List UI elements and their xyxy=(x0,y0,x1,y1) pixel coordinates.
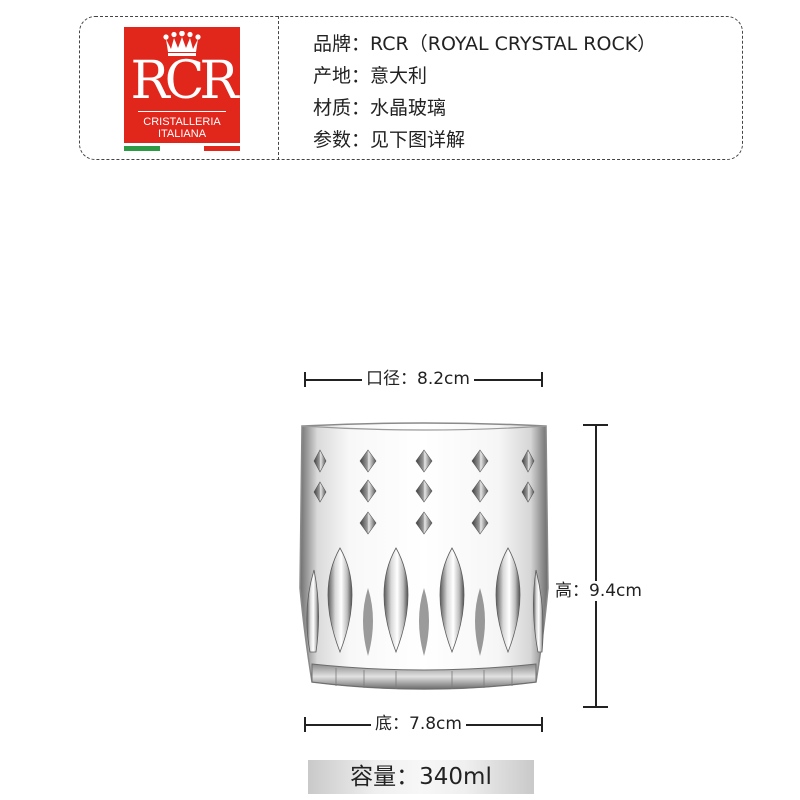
base-diameter-label: 底：7.8cm xyxy=(371,714,466,734)
spec-value: 水晶玻璃 xyxy=(370,97,447,119)
spec-row-params: 参数：见下图详解 xyxy=(313,124,656,156)
logo-mark: RCR xyxy=(130,51,238,111)
mouth-dimension-tick-right xyxy=(541,372,543,387)
spec-label: 产地： xyxy=(313,65,371,87)
spec-value: RCR（ROYAL CRYSTAL ROCK） xyxy=(370,33,657,55)
spec-label: 品牌： xyxy=(313,33,371,55)
mouth-dimension-tick-left xyxy=(304,372,306,387)
logo-red-box: RCR CRISTALLERIA ITALIANA xyxy=(124,27,240,143)
spec-row-material: 材质：水晶玻璃 xyxy=(313,92,656,124)
spec-label: 材质： xyxy=(313,97,371,119)
spec-list: 品牌：RCR（ROYAL CRYSTAL ROCK） 产地：意大利 材质：水晶玻… xyxy=(313,28,656,156)
height-dimension-tick-bottom xyxy=(583,706,608,708)
base-dimension-tick-left xyxy=(304,717,306,732)
capacity-label: 容量：340ml xyxy=(308,760,534,794)
height-dimension-tick-top xyxy=(583,424,608,426)
spec-value: 见下图详解 xyxy=(370,129,466,151)
spec-row-brand: 品牌：RCR（ROYAL CRYSTAL ROCK） xyxy=(313,28,656,60)
base-dimension-tick-right xyxy=(541,717,543,732)
logo-line-2: ITALIANA xyxy=(157,128,207,140)
logo-rule xyxy=(138,111,226,112)
italian-flag-strip xyxy=(124,146,240,151)
spec-label: 参数： xyxy=(313,129,371,151)
spec-card xyxy=(79,16,743,160)
card-divider xyxy=(278,16,279,160)
flag-green xyxy=(124,146,160,151)
crown-icon xyxy=(163,31,201,56)
logo-line-1: CRISTALLERIA xyxy=(143,116,221,128)
rcr-logo: RCR CRISTALLERIA ITALIANA xyxy=(124,27,240,151)
flag-white xyxy=(160,146,204,151)
crystal-tumbler-illustration xyxy=(299,422,549,690)
height-label: 高：9.4cm xyxy=(551,581,646,601)
height-dimension-line xyxy=(595,425,597,707)
spec-row-origin: 产地：意大利 xyxy=(313,60,656,92)
mouth-diameter-label: 口径：8.2cm xyxy=(362,369,474,389)
spec-value: 意大利 xyxy=(370,65,428,87)
flag-red xyxy=(204,146,240,151)
